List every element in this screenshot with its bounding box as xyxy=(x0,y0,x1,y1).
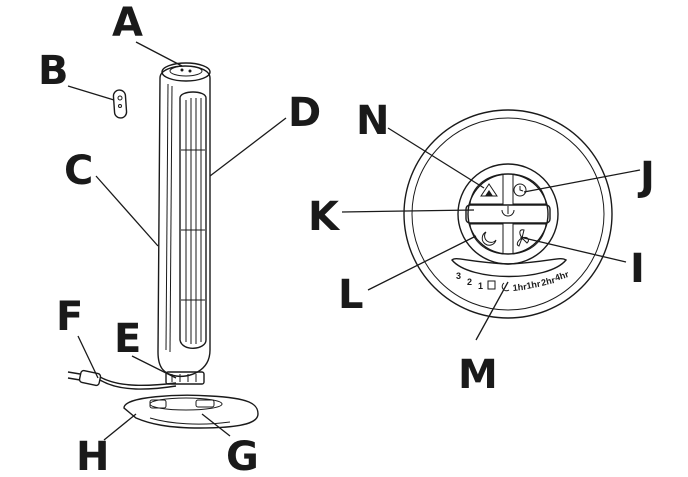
callout-labels: A B C D E F G H I J K L M N xyxy=(38,0,655,477)
indicator-strip xyxy=(451,257,568,278)
power-icon xyxy=(501,206,515,217)
control-panel: 3 2 1 1hr 1hr 2hr 4hr xyxy=(403,109,613,319)
timer-4hr-label: 4hr xyxy=(554,269,571,283)
callout-c: C xyxy=(64,148,93,194)
power-button xyxy=(465,204,551,224)
speed-1-label: 1 xyxy=(478,281,483,291)
callout-e: E xyxy=(114,316,141,362)
oscillation-icon xyxy=(480,183,498,197)
indicator-labels: 3 2 1 1hr 1hr 2hr 4hr xyxy=(456,269,570,293)
air-outlet-grille xyxy=(179,91,207,349)
top-control-cap xyxy=(161,62,211,82)
callout-i: I xyxy=(630,246,645,292)
leader-lines xyxy=(67,41,641,441)
callout-m: M xyxy=(458,352,498,398)
callout-g: G xyxy=(226,434,259,477)
timer-icon xyxy=(513,183,527,197)
timer-1hr-label: 1hr xyxy=(512,282,527,293)
speed-3-label: 3 xyxy=(456,271,461,281)
callout-d: D xyxy=(288,90,321,136)
speed-2-label: 2 xyxy=(467,277,472,287)
tower-fan xyxy=(157,62,211,385)
callout-j: J xyxy=(637,154,655,200)
mode-icon xyxy=(487,280,496,290)
callout-k: K xyxy=(308,194,341,240)
callout-b: B xyxy=(38,48,69,94)
fan-speed-icon xyxy=(516,229,529,247)
panel-outer-ring xyxy=(403,109,613,319)
callout-h: H xyxy=(76,434,109,477)
fan-base xyxy=(123,394,259,429)
callout-a: A xyxy=(112,0,143,46)
night-mode-icon xyxy=(481,231,497,246)
callout-l: L xyxy=(338,272,364,318)
callout-f: F xyxy=(56,294,83,340)
callout-n: N xyxy=(356,98,389,144)
timer-2hr-label: 2hr xyxy=(540,275,556,288)
power-cord xyxy=(67,369,177,390)
night-indicator-icon xyxy=(501,282,510,292)
remote-control xyxy=(112,89,128,119)
plug xyxy=(78,369,102,387)
timer-1hr-b-label: 1hr xyxy=(526,279,542,291)
